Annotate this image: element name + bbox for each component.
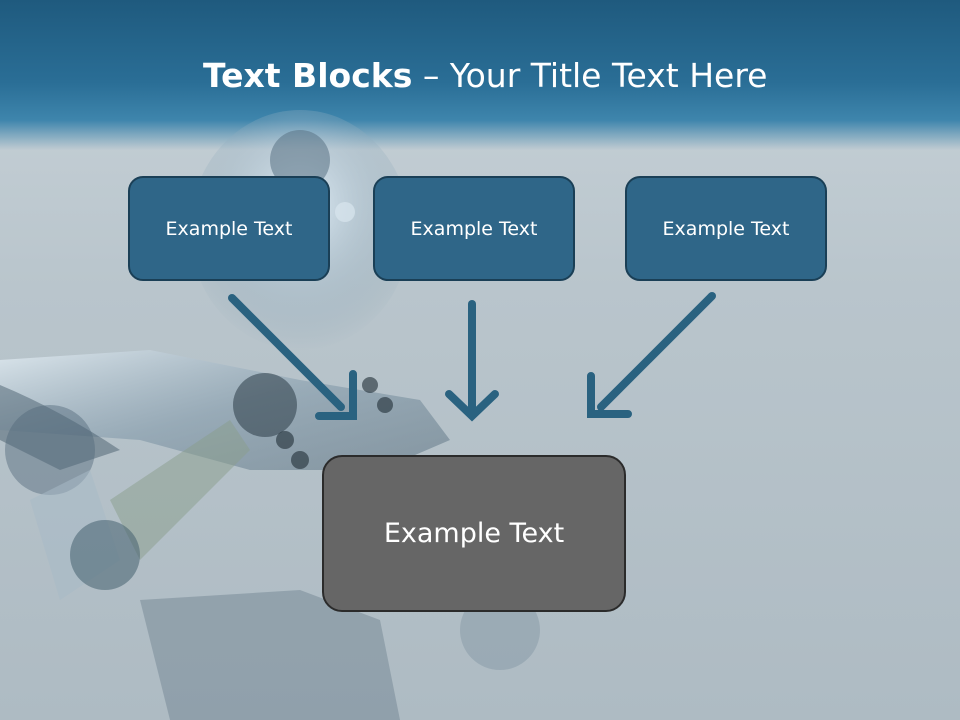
- text-block-2-label: Example Text: [410, 217, 538, 240]
- slide-title: Text Blocks – Your Title Text Here: [203, 52, 903, 100]
- text-block-1-label: Example Text: [165, 217, 293, 240]
- title-bold: Text Blocks: [203, 56, 413, 95]
- title-rest: Your Title Text Here: [449, 56, 768, 95]
- header-band: [0, 0, 960, 150]
- arrow-down-right-icon: [228, 294, 357, 420]
- arrow-down-icon: [445, 300, 499, 422]
- target-text-block: Example Text: [322, 455, 626, 612]
- text-block-3: Example Text: [625, 176, 827, 281]
- arrow-down-left-icon: [587, 292, 716, 418]
- text-block-2: Example Text: [373, 176, 575, 281]
- target-text-block-label: Example Text: [383, 518, 565, 549]
- title-dash: –: [412, 56, 450, 95]
- text-block-3-label: Example Text: [662, 217, 790, 240]
- text-block-1: Example Text: [128, 176, 330, 281]
